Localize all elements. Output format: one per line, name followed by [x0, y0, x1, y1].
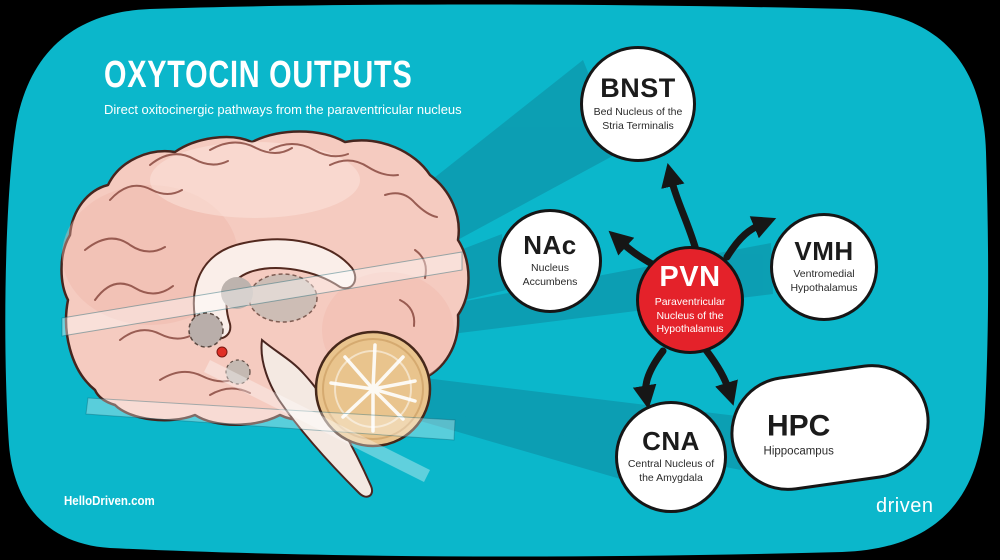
- node-cna-abbr: CNA: [642, 426, 700, 457]
- brain-illustration: [60, 130, 470, 498]
- page-title: OXYTOCIN OUTPUTS: [104, 54, 413, 96]
- corpus-callosum: [192, 238, 357, 340]
- node-nac-full: Nucleus Accumbens: [522, 262, 578, 288]
- arrow-pvn-to-vmh: [723, 216, 777, 261]
- node-vmh: VMH Ventromedial Hypothalamus: [770, 213, 878, 321]
- node-hpc-content: HPC Hippocampus: [733, 409, 834, 458]
- node-pvn-abbr: PVN: [659, 261, 721, 294]
- node-bnst-full: Bed Nucleus of the Stria Terminalis: [593, 105, 683, 132]
- driven-logo: driven: [876, 495, 934, 517]
- brainstem: [260, 338, 373, 498]
- brain-gyri: [84, 141, 438, 396]
- inner-structure-3: [225, 359, 251, 385]
- arrow-pvn-to-bnst: [661, 162, 700, 254]
- node-bnst-abbr: BNST: [600, 72, 676, 103]
- website-url: HelloDriven.com: [64, 494, 155, 508]
- page-subtitle: Direct oxitocinergic pathways from the p…: [104, 102, 462, 117]
- node-bnst: BNST Bed Nucleus of the Stria Terminalis: [580, 46, 696, 162]
- arrow-pvn-to-nac: [608, 230, 656, 268]
- fiber-ribbons: [61, 251, 463, 482]
- node-pvn: PVN Paraventricular Nucleus of the Hypot…: [636, 246, 744, 354]
- projection-arrows: [608, 162, 777, 410]
- node-pvn-full: Paraventricular Nucleus of the Hypothala…: [654, 296, 726, 336]
- cerebellum: [314, 330, 432, 448]
- inner-structure-1: [221, 277, 253, 309]
- header: OXYTOCIN OUTPUTS Direct oxitocinergic pa…: [104, 54, 510, 117]
- node-hpc-full: Hippocampus: [763, 445, 834, 458]
- inner-structure-2: [188, 312, 224, 348]
- cortex-highlight: [150, 142, 360, 218]
- node-hpc-abbr: HPC: [766, 409, 831, 443]
- node-cna-full: Central Nucleus of the Amygdala: [627, 458, 715, 484]
- node-vmh-full: Ventromedial Hypothalamus: [790, 268, 858, 294]
- pvn-location-dot: [216, 346, 228, 358]
- node-cna: CNA Central Nucleus of the Amygdala: [615, 401, 727, 513]
- node-nac: NAc Nucleus Accumbens: [498, 209, 602, 313]
- arrow-pvn-to-hpc: [702, 346, 738, 406]
- arrow-pvn-to-cna: [632, 347, 667, 410]
- node-vmh-abbr: VMH: [794, 236, 854, 267]
- node-nac-abbr: NAc: [523, 230, 577, 261]
